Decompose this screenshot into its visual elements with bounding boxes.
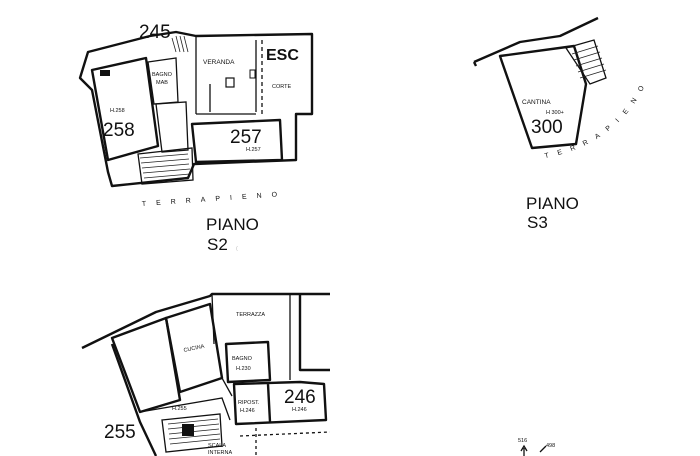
room-257-number: 257 — [230, 127, 262, 148]
s2-stairs — [137, 147, 194, 185]
cantina-height: H 300+ — [546, 110, 564, 116]
s2-wall-hatch — [171, 35, 189, 53]
s3-piano-title: PIANO — [526, 194, 579, 213]
room-255-wall — [110, 316, 182, 414]
room-246-number: 246 — [284, 387, 316, 408]
mark-516: 516 — [518, 438, 527, 444]
room-246-wall — [232, 380, 328, 426]
s3-level-label: S3 — [527, 213, 548, 232]
plan-s2: 245 VERANDA ESC CORTE H.258 258 BAGNO MA… — [78, 22, 314, 254]
lower-bagno-label: BAGNO — [232, 356, 253, 362]
s2-outer-wall — [78, 30, 314, 188]
ripostiglio-height: H.246 — [240, 408, 255, 414]
sheet-number-245: 245 — [139, 22, 171, 43]
plan-lower: TERRAZZA CUCINA BAGNO H.230 H.255 255 RI… — [81, 292, 331, 456]
terrazza-label: TERRAZZA — [236, 312, 265, 318]
ripostiglio-label: RIPOST. — [238, 400, 260, 406]
lower-terrazza-edge — [211, 293, 291, 380]
bagno-label-line1: BAGNO — [152, 72, 173, 78]
plan-s3: CANTINA H 300+ 300 TERRAPIENO PIANO S3 — [472, 16, 641, 232]
room-258-wall — [90, 56, 160, 162]
room-258-number: 258 — [103, 120, 135, 141]
s2-pillar — [225, 77, 235, 88]
room-300-number: 300 — [531, 117, 563, 138]
veranda-wall — [195, 36, 257, 115]
s2-level-label: S2 — [207, 235, 228, 254]
lower-stairs — [161, 413, 223, 453]
s2-hall-wall — [155, 101, 189, 153]
s2-pillar-small — [249, 69, 256, 79]
survey-marks: 516 498 — [518, 438, 555, 456]
s2-terrapieno-label: TERRAPIENO — [142, 191, 288, 208]
arrow-516 — [520, 444, 528, 456]
lower-corridor-wall — [139, 377, 233, 421]
room-257-height: H.257 — [246, 147, 261, 153]
s2-piano-title: PIANO — [206, 215, 259, 234]
corte-label: CORTE — [272, 84, 291, 90]
scala-label-line2: INTERNA — [208, 450, 232, 456]
cantina-label: CANTINA — [522, 99, 551, 106]
bagno-label-line2: MAB — [156, 80, 168, 86]
s3-stair-wall — [564, 39, 607, 85]
lower-bagno-height: H.230 — [236, 366, 251, 372]
s3-stairs — [571, 45, 607, 79]
room-258-height: H.258 — [110, 108, 125, 114]
room-257-wall — [190, 118, 284, 164]
lower-outer-wall — [81, 292, 330, 456]
mark-498: 498 — [546, 443, 555, 449]
esc-label: ESC — [266, 47, 299, 64]
arrow-498 — [539, 445, 547, 453]
lower-bottom-wall — [239, 428, 331, 456]
room-255-height: H.255 — [172, 406, 187, 412]
room-246-height: H.246 — [292, 407, 307, 413]
s2-faint-note: ( — [236, 246, 238, 252]
s2-wall-mark — [100, 70, 110, 76]
cucina-label: CUCINA — [183, 344, 205, 354]
scala-label-line1: SCALA — [208, 443, 226, 449]
room-255-number: 255 — [104, 422, 136, 443]
lower-bagno-wall — [224, 340, 272, 384]
veranda-label: VERANDA — [203, 59, 235, 66]
s3-top-wall — [472, 16, 599, 67]
